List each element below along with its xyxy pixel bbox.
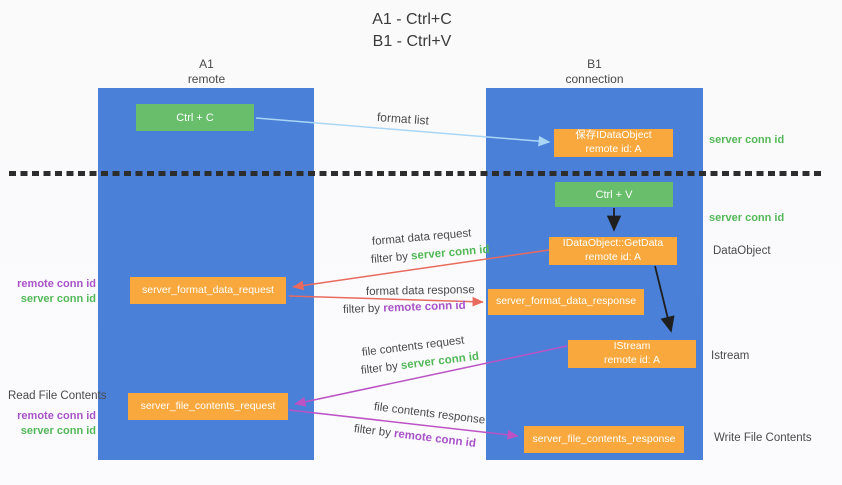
ctrl-v-label: Ctrl + V (595, 188, 633, 201)
remote-conn-id-keyword: remote conn id (393, 427, 477, 450)
format-data-response-label: format data response (365, 284, 475, 298)
conn-id-pair-1: remote conn id server conn id (8, 277, 96, 307)
filter-by-remote-conn-id-label-2: filter by remote conn id (353, 423, 476, 450)
server-format-data-request-label: server_format_data_request (142, 283, 274, 296)
save-idataobject-line2: remote id: A (585, 143, 642, 155)
lane-header-a1: A1 remote (146, 57, 267, 87)
lane-a1-name: A1 (199, 57, 214, 71)
title-line-2: B1 - Ctrl+V (372, 32, 452, 50)
conn-id-pair-2: remote conn id server conn id (8, 409, 96, 439)
lane-header-b1: B1 connection (534, 57, 655, 87)
filter-prefix: filter by (342, 302, 384, 316)
lane-b1-subtitle: connection (565, 72, 624, 86)
filter-by-server-conn-id-label-1: filter by server conn id (370, 244, 489, 266)
filter-prefix: filter by (360, 360, 402, 377)
lane-a1-subtitle: remote (187, 72, 226, 86)
filter-prefix: filter by (370, 250, 412, 266)
server-file-contents-response-label: server_file_contents_response (532, 432, 676, 445)
server-conn-id-label-mid: server conn id (709, 212, 785, 224)
istream-side-label: Istream (711, 350, 750, 362)
getdata-line2: remote id: A (584, 251, 642, 263)
save-idataobject-line1: 保存IDataObject (575, 129, 652, 142)
filter-prefix: filter by (353, 423, 395, 440)
server-format-data-request-box: server_format_data_request (130, 277, 286, 304)
read-file-contents-label: Read File Contents (8, 390, 107, 402)
server-file-contents-response-box: server_file_contents_response (524, 426, 684, 453)
server-conn-id-keyword: server conn id (410, 243, 490, 263)
server-conn-id-label-top: server conn id (709, 134, 785, 146)
title-line-1: A1 - Ctrl+C (372, 11, 452, 28)
ctrl-v-box: Ctrl + V (555, 182, 673, 207)
format-data-request-label: format data request (371, 227, 472, 248)
dataobject-label: DataObject (713, 245, 771, 257)
istream-box: IStream remote id: A (568, 340, 696, 368)
server-format-data-response-label: server_format_data_response (495, 295, 637, 308)
server-conn-id-keyword: server conn id (400, 350, 480, 373)
istream-line1: IStream (613, 340, 651, 353)
write-file-contents-label: Write File Contents (714, 432, 812, 444)
ctrl-c-label: Ctrl + C (176, 111, 214, 124)
lane-b1-name: B1 (587, 57, 602, 71)
file-contents-response-label: file contents response (373, 401, 486, 427)
remote-conn-id-label: remote conn id (17, 278, 96, 290)
istream-line2: remote id: A (603, 354, 661, 366)
format-list-label: format list (376, 110, 430, 128)
getdata-line1: IDataObject::GetData (562, 237, 664, 250)
server-file-contents-request-box: server_file_contents_request (128, 393, 288, 420)
server-file-contents-request-label: server_file_contents_request (140, 399, 276, 412)
filter-by-remote-conn-id-label-1: filter by remote conn id (343, 300, 466, 316)
server-conn-id-label: server conn id (20, 292, 96, 305)
session-divider-dotted-line (9, 171, 823, 176)
ctrl-c-box: Ctrl + C (136, 104, 254, 131)
remote-conn-id-keyword: remote conn id (383, 299, 466, 315)
remote-conn-id-label: remote conn id (17, 410, 96, 422)
diagram-title: A1 - Ctrl+C B1 - Ctrl+V (322, 9, 502, 52)
save-idataobject-box: 保存IDataObject remote id: A (554, 129, 673, 157)
server-conn-id-label: server conn id (20, 424, 96, 437)
server-format-data-response-box: server_format_data_response (488, 289, 644, 315)
getdata-box: IDataObject::GetData remote id: A (549, 237, 677, 265)
